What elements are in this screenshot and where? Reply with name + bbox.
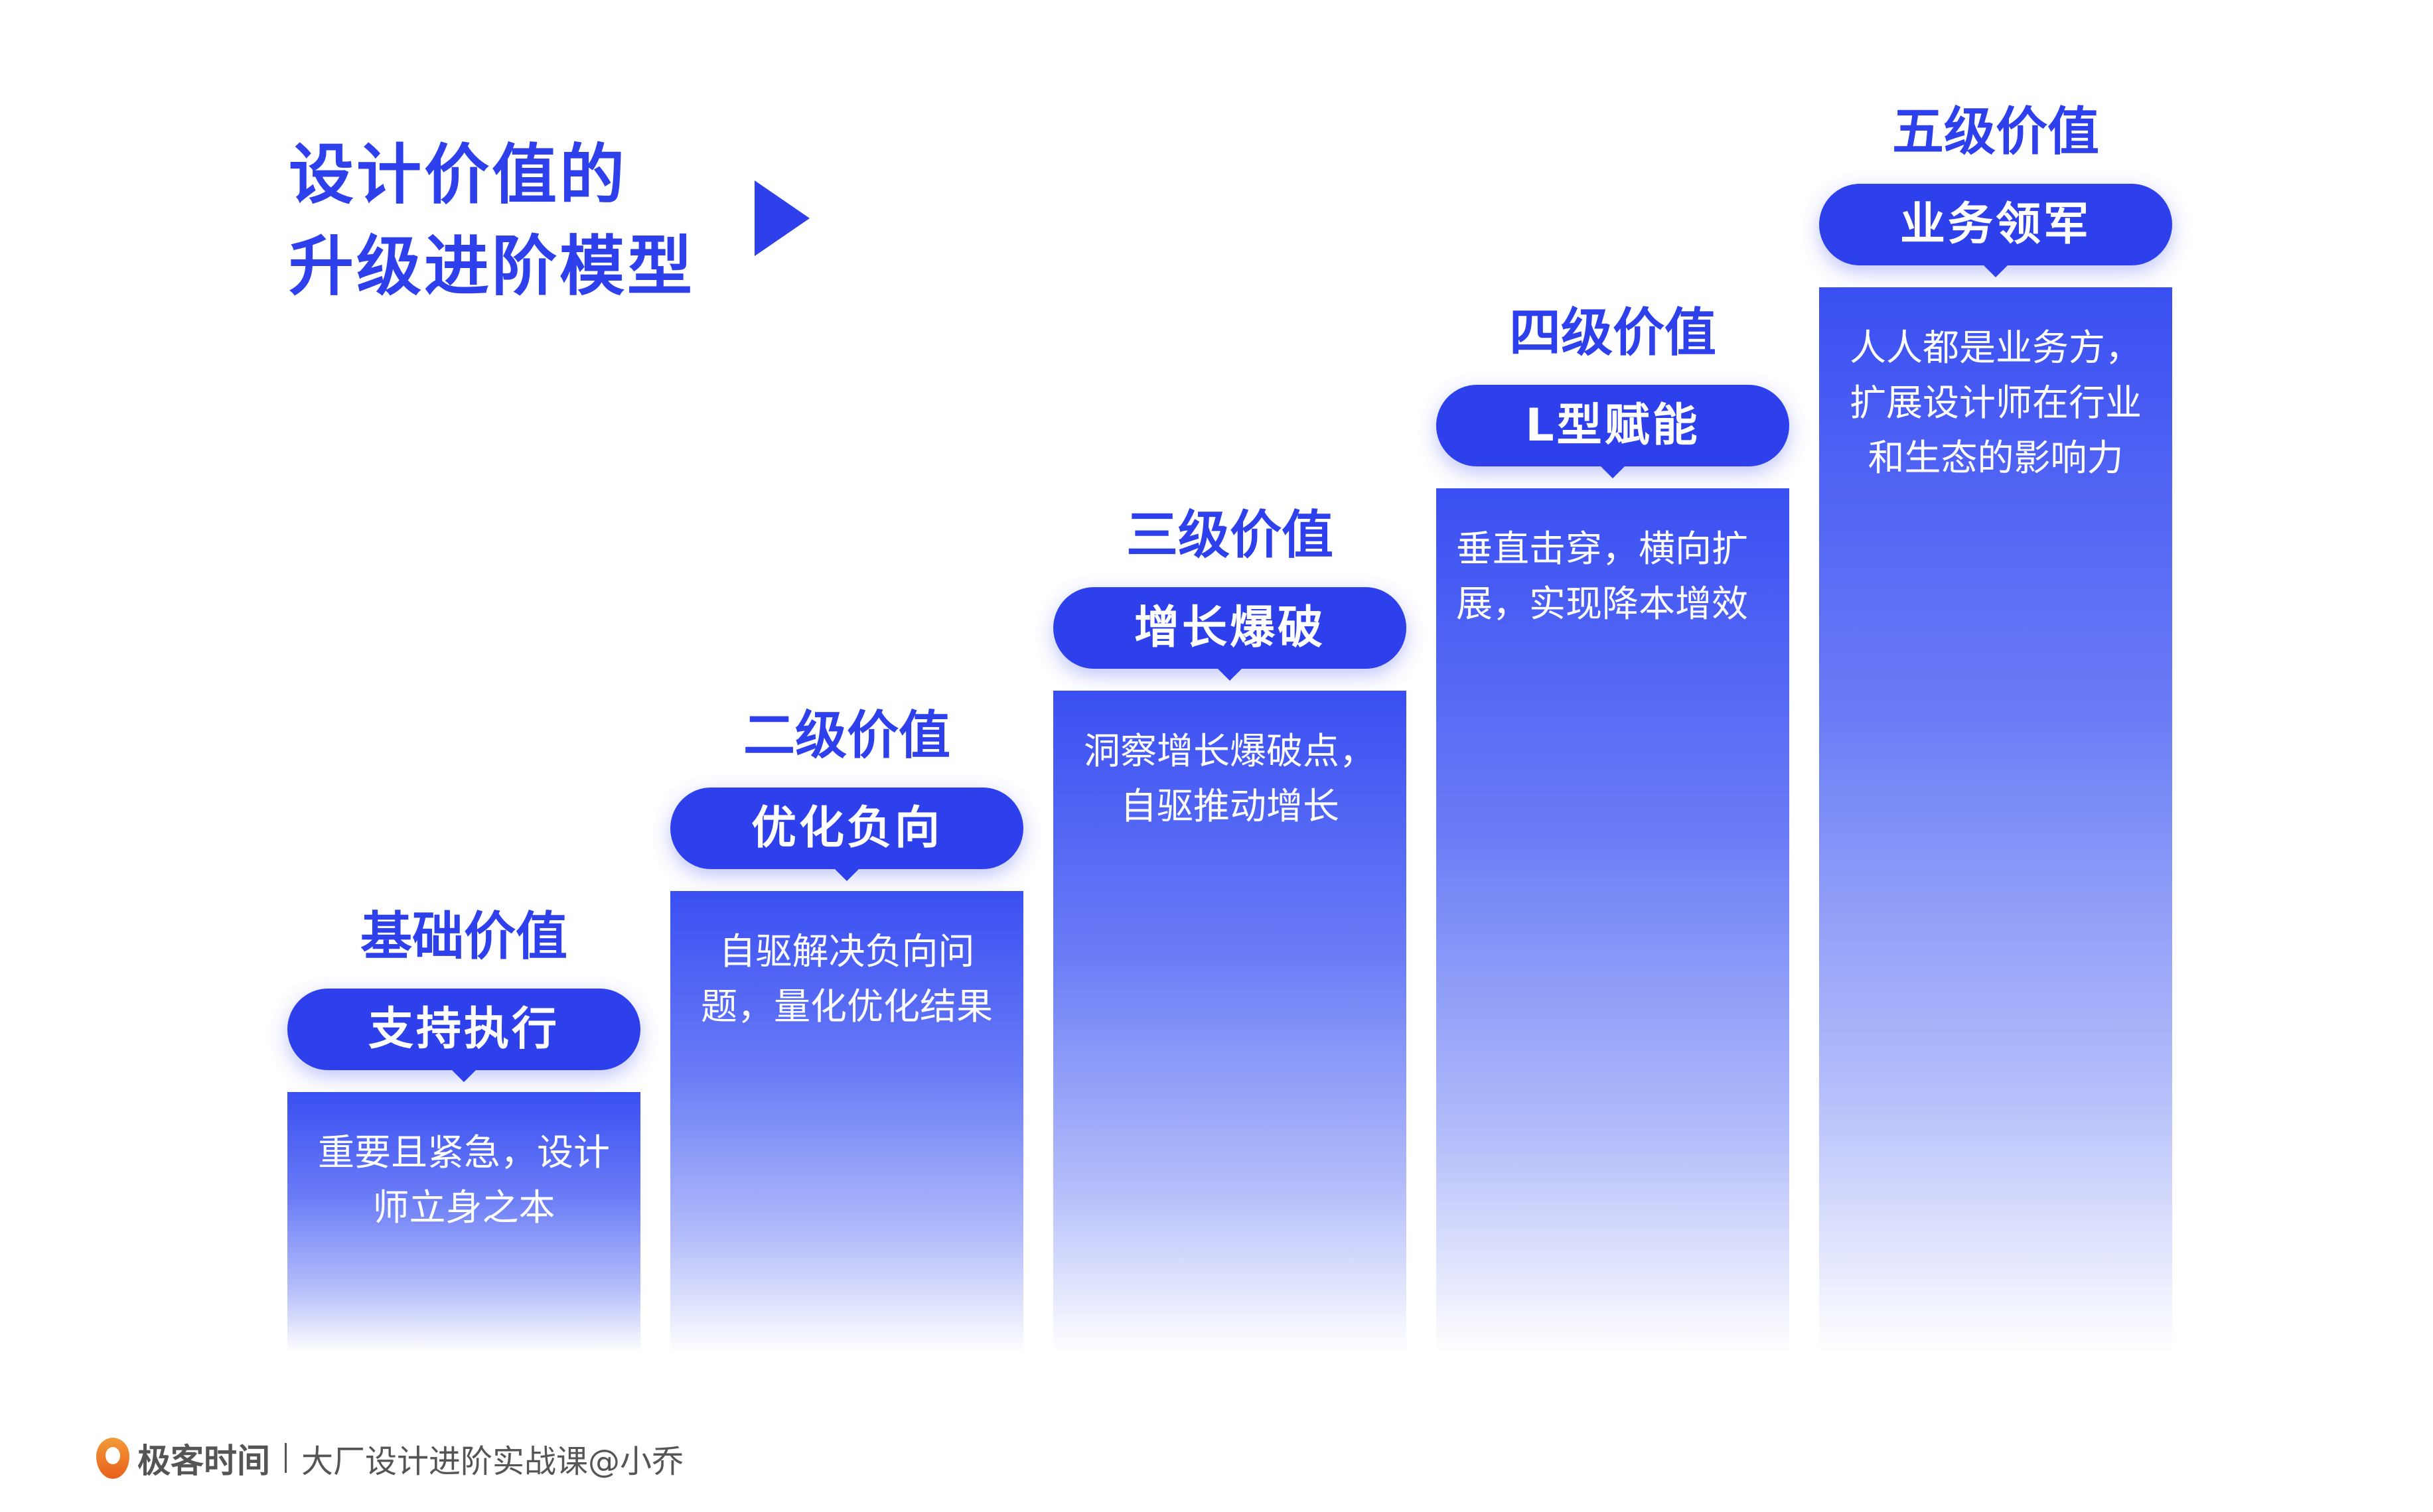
level-title: 五级价值	[1891, 102, 2099, 162]
level-bar: 重要且紧急，设计师立身之本	[287, 1092, 640, 1353]
level-title: 四级价值	[1509, 303, 1716, 363]
level-tag: 优化负向	[670, 788, 1023, 881]
level-desc: 人人都是业务方，扩展设计师在行业和生态的影响力	[1849, 326, 2142, 479]
level-tag: 增长爆破	[1053, 587, 1406, 681]
level-desc: 重要且紧急，设计师立身之本	[317, 1131, 610, 1229]
level-bar: 自驱解决负向问题，量化优化结果	[670, 891, 1023, 1353]
level-tag: L型赋能	[1436, 385, 1789, 478]
level-tag: 支持执行	[287, 989, 640, 1082]
model-title: 设计价值的 升级进阶模型	[289, 129, 695, 312]
level-title: 基础价值	[360, 907, 567, 967]
level-desc: 自驱解决负向问题，量化优化结果	[700, 930, 993, 1028]
divider	[285, 1443, 287, 1473]
brand-name: 极客时间	[137, 1441, 270, 1480]
play-triangle-icon	[755, 180, 810, 256]
course-name: 大厂设计进阶实战课@小乔	[301, 1442, 684, 1480]
level-title: 二级价值	[743, 706, 950, 766]
level-bar: 洞察增长爆破点，自驱推动增长	[1053, 691, 1406, 1353]
level-tag: 业务领军	[1819, 184, 2172, 277]
title-line-2: 升级进阶模型	[289, 229, 696, 305]
geektime-logo-icon	[96, 1437, 129, 1479]
title-line-1: 设计价值的	[289, 137, 628, 213]
level-bar: 人人都是业务方，扩展设计师在行业和生态的影响力	[1819, 287, 2172, 1353]
level-desc: 洞察增长爆破点，自驱推动增长	[1083, 730, 1376, 827]
level-bar: 垂直击穿，横向扩展，实现降本增效	[1436, 488, 1789, 1353]
footer: 极客时间 大厂设计进阶实战课@小乔	[96, 1433, 684, 1483]
level-desc: 垂直击穿，横向扩展，实现降本增效	[1456, 527, 1749, 625]
level-title: 三级价值	[1126, 506, 1333, 565]
